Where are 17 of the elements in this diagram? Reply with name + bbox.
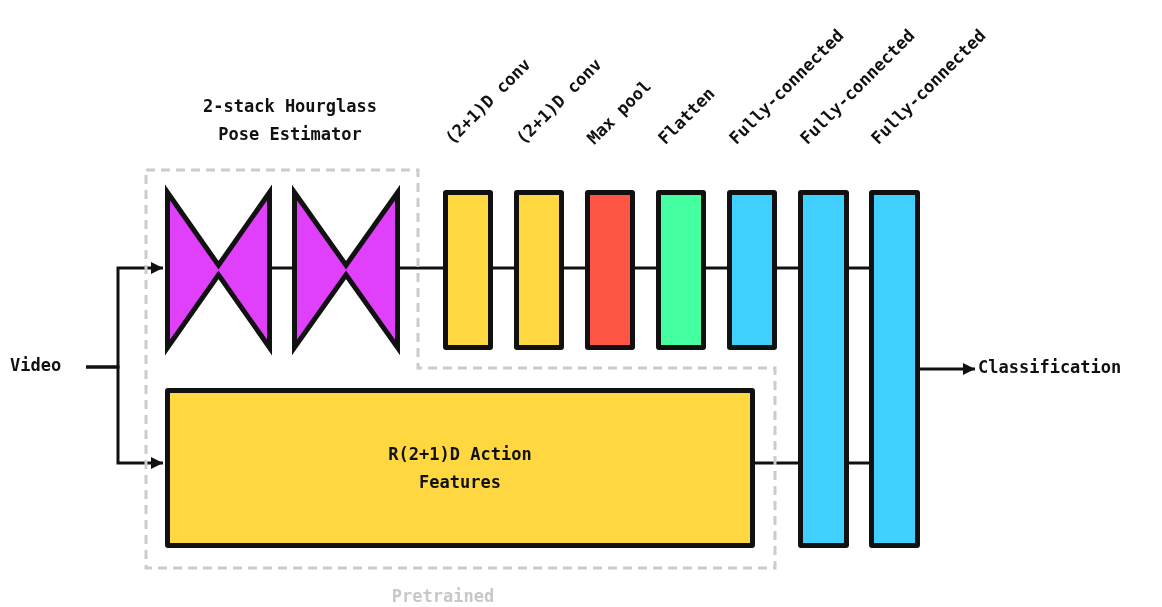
connector-line	[777, 266, 798, 270]
connector-line	[493, 266, 514, 270]
connector-line	[706, 266, 727, 270]
connector-line	[635, 266, 656, 270]
feature-block	[165, 388, 755, 548]
group-title: 2-stack Hourglass Pose Estimator	[202, 95, 378, 146]
connector-line	[755, 461, 798, 465]
connector-line	[849, 266, 869, 270]
connector-line	[272, 266, 292, 270]
connector-line	[400, 266, 443, 270]
arrow	[86, 365, 163, 469]
node-label: Video	[10, 355, 62, 375]
node-label: Classification	[978, 357, 1122, 377]
connector-line	[564, 266, 585, 270]
connector-line	[849, 461, 869, 465]
arrow	[920, 363, 975, 375]
block-label: R(2+1)D Action Features	[387, 443, 533, 494]
